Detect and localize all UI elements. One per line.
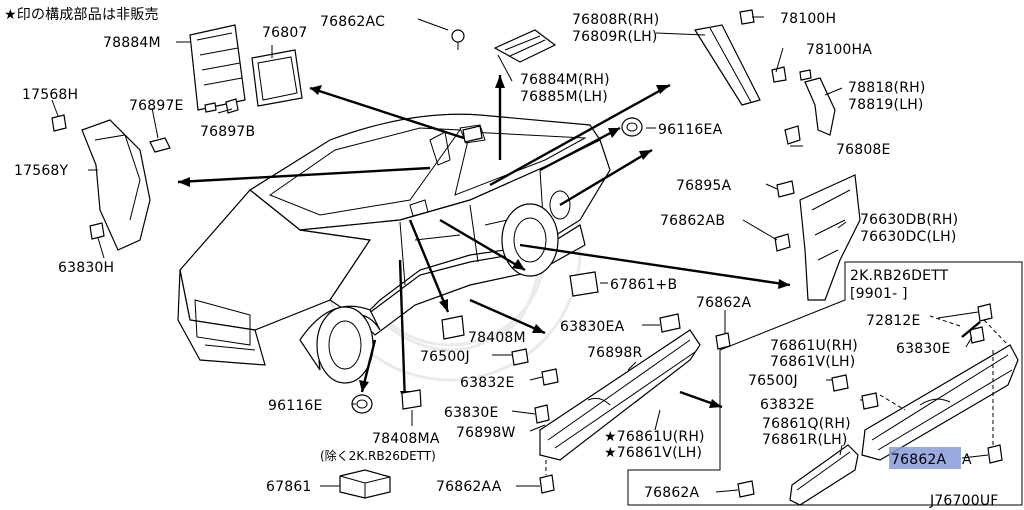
label-76885m: 76885M(LH) [520,89,608,105]
label-76630db: 76630DB(RH) [860,212,958,228]
label-76862aa: 76862AA [436,479,502,495]
label-78818: 78818(RH) [848,80,926,96]
part-67861-drawing [339,469,391,499]
variant-box-line1: 2K.RB26DETT [850,268,949,284]
part-78884m-drawing [189,24,246,113]
callout-arrows [177,75,791,409]
label-72812e: 72812E [866,313,921,329]
label-76862a-top: 76862A [696,295,752,311]
label-76862ab: 76862AB [660,213,725,229]
part-67861b-drawing [569,271,599,297]
label-76862a-box: 76862A [644,485,700,501]
label-76898w: 76898W [456,425,516,441]
label-17568h: 17568H [22,87,78,103]
part-96116ea-drawing [621,117,643,137]
part-76807-drawing [251,49,303,107]
label-96116e: 96116E [268,398,323,414]
label-76807: 76807 [262,25,308,41]
part-78100h-drawing [739,9,755,25]
variant-box-line2: [9901- ] [850,286,908,302]
label-76862aa-suffix: A [962,452,972,468]
label-76861q: 76861Q(RH) [762,416,851,432]
part-76630db-drawing [774,174,861,301]
part-78408ma-drawing [401,389,422,410]
header-note: ★印の構成部品は非販売 [4,7,159,23]
label-76808r: 76808R(RH) [572,12,659,28]
label-76861u-box: 76861U(RH) [770,338,858,354]
label-76884m: 76884M(RH) [520,72,610,88]
label-76862ac: 76862AC [320,14,385,30]
figure-code: J76700UF [929,493,999,509]
part-76884m-drawing [462,125,483,143]
label-78408m: 78408M [468,330,526,346]
label-63830ea: 63830EA [560,319,625,335]
part-76808e-drawing [784,125,801,145]
label-78100h: 78100H [780,11,836,27]
label-76897b: 76897B [200,124,255,140]
label-78100ha: 78100HA [806,42,872,58]
label-76809r: 76809R(LH) [572,29,658,45]
label-78819: 78819(LH) [848,97,924,113]
label-76861u-star: ★76861U(RH) [604,429,705,445]
label-78884m: 78884M [103,35,161,51]
label-76895a: 76895A [676,178,732,194]
label-63830e: 63830E [444,405,499,421]
label-78408ma: 78408MA [372,431,440,447]
label-76898r: 76898R [587,345,643,361]
label-63832e-box: 63832E [760,397,815,413]
part-78100ha-drawing [771,66,812,83]
label-63832e: 63832E [460,375,515,391]
label-67861: 67861 [266,479,312,495]
variant-inset-box: 2K.RB26DETT [9901- ] [627,261,1023,506]
label-63830e-box: 63830E [896,341,951,357]
exclusion-note: (除く2K.RB26DETT) [320,448,436,463]
part-78818-drawing [804,77,836,136]
part-63830e-drawing [534,404,550,424]
label-67861b: 67861+B [610,277,677,293]
part-76897b-drawing [225,98,239,114]
label-76861r: 76861R(LH) [762,432,848,448]
label-76861v-star: ★76861V(LH) [604,445,702,461]
label-17568y: 17568Y [14,163,69,179]
part-76861u-drawing [539,329,701,461]
label-96116ea: 96116EA [658,122,723,138]
label-76862a-highlighted: 76862A [891,452,947,468]
part-76862aa-drawing [539,460,555,494]
part-17568-drawing [51,114,171,251]
leader-lines [51,16,989,493]
highlight-76862a [889,447,961,469]
car-body [177,113,611,384]
label-76500j: 76500J [420,349,470,365]
label-76861v-box: 76861V(LH) [770,354,855,370]
label-76500j-box: 76500J [748,373,798,389]
part-76862ac-drawing [451,29,557,63]
label-76630dc: 76630DC(LH) [860,229,957,245]
part-78408m-drawing [441,315,465,340]
part-76808r-drawing [694,24,761,106]
label-76808e: 76808E [836,142,891,158]
part-fasteners-drawing [511,348,559,386]
label-63830h: 63830H [58,260,114,276]
label-76897e: 76897E [129,98,184,114]
